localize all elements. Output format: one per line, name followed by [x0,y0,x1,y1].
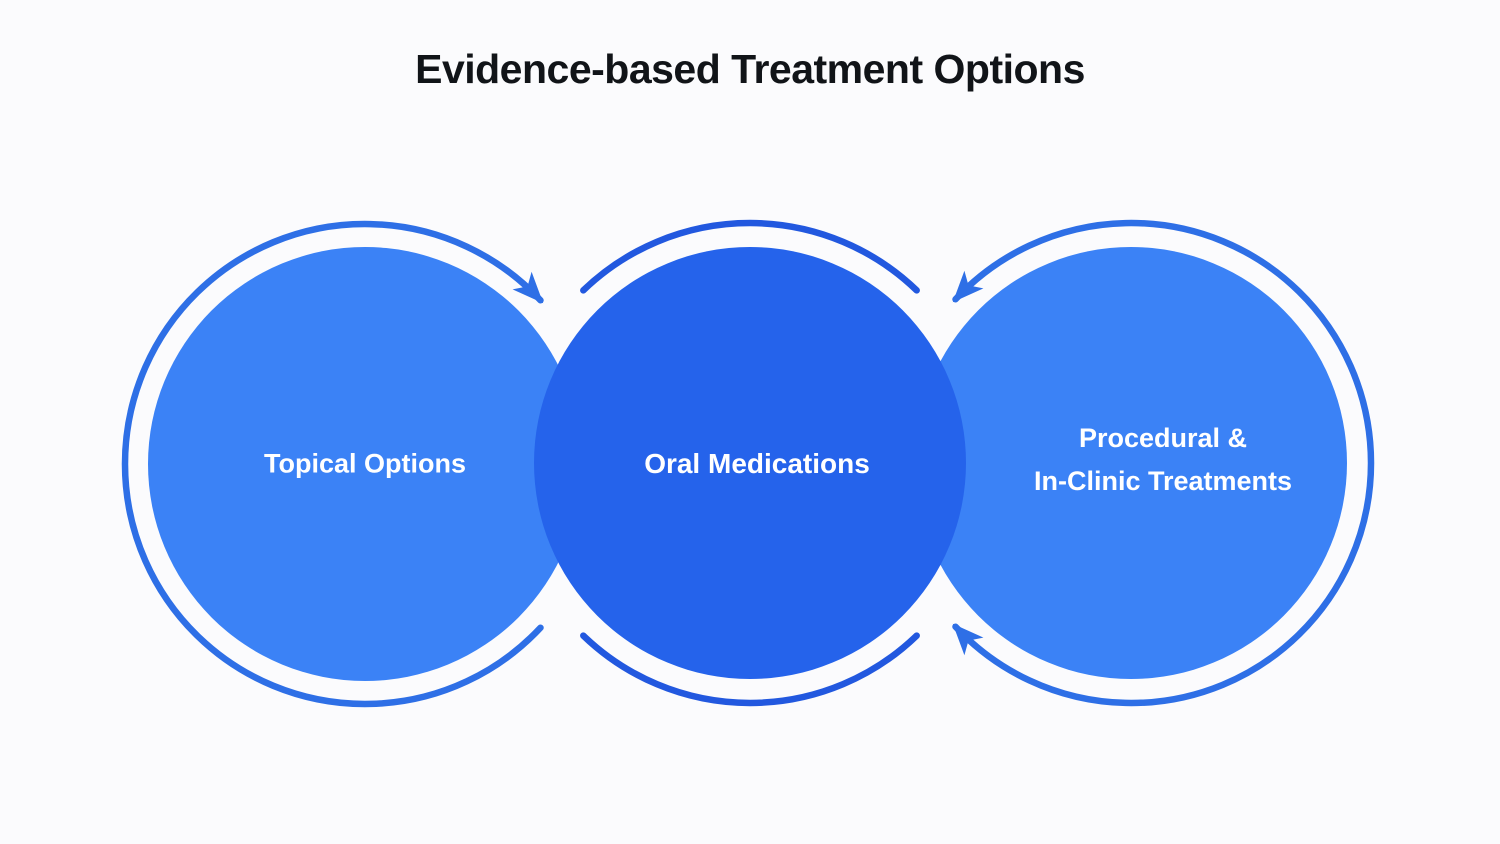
topical-circle [148,247,582,681]
topical-label: Topical Options [264,448,466,479]
page-title: Evidence-based Treatment Options [415,46,1085,92]
middle-top-arc [580,219,920,294]
oral-circle [534,247,966,679]
procedural-label: Procedural & In-Clinic Treatments [1034,417,1292,503]
middle-bottom-arc [580,632,920,707]
right-ring-arc [952,219,1375,707]
left-ring-arc [121,220,544,708]
procedural-label-line1: Procedural & [1078,423,1248,453]
procedural-circle [915,247,1347,679]
procedural-label-line2: In-Clinic Treatments [1033,466,1293,496]
oral-label: Oral Medications [644,448,870,479]
